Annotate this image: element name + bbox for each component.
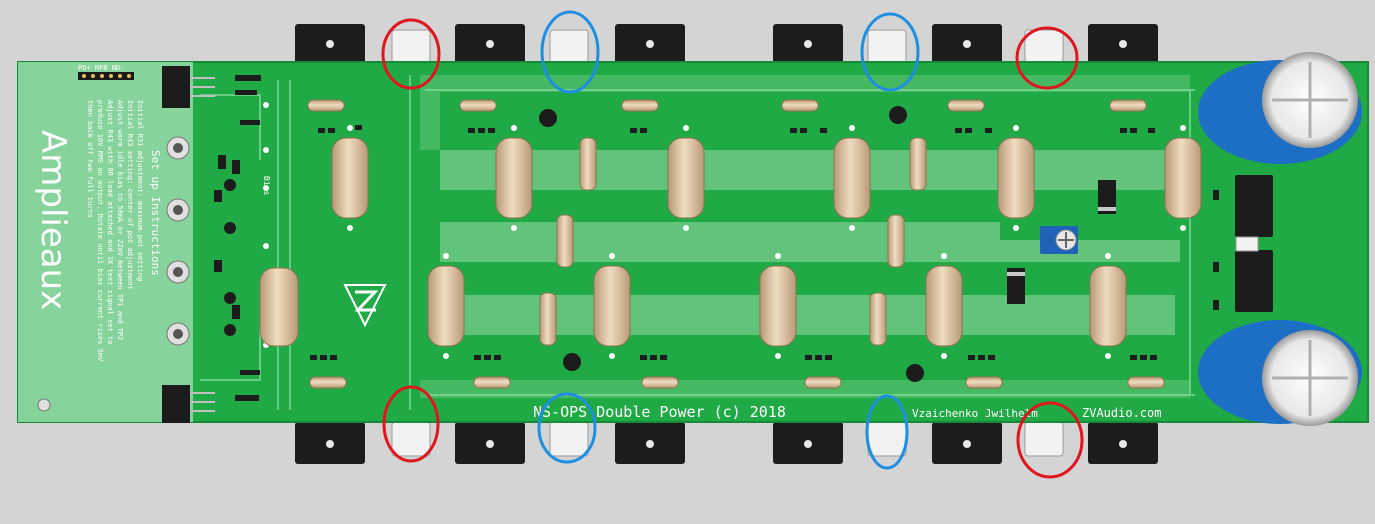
bias-label: Bias xyxy=(262,176,271,195)
instruction-line: Initial R31 adjustment: maximum pot sett… xyxy=(136,100,144,281)
right-mosfets xyxy=(1213,175,1273,312)
output-pads xyxy=(310,125,1157,360)
capacitor-top xyxy=(1198,52,1362,164)
zv-logo xyxy=(343,284,387,328)
instruction-line: then back off two full turns xyxy=(86,100,94,218)
small-components xyxy=(214,75,269,401)
instruction-line: Adjust R43 with 8R load attached and 1K … xyxy=(106,100,114,344)
instructions-heading: Set up Instructions xyxy=(149,150,162,276)
annotation-markers-blue xyxy=(537,10,920,470)
small-resistors-vertical xyxy=(539,137,927,346)
small-transistors xyxy=(539,106,924,382)
board-title: NS-OPS Double Power (c) 2018 xyxy=(533,403,786,421)
setup-instructions: Set up Instructions Initial R31 adjustme… xyxy=(86,100,162,362)
mounting-pads xyxy=(37,136,190,412)
power-resistors xyxy=(259,137,1202,347)
instruction-line: Adjust warm idle bias to 58mA or 22mV be… xyxy=(116,100,124,340)
board-site: ZVAudio.com xyxy=(1082,406,1161,420)
instruction-line: Initial R43 setting: center of pot adjus… xyxy=(126,100,134,290)
diodes xyxy=(1007,180,1116,304)
brand-text: Amplieaux xyxy=(33,130,73,310)
header-connector xyxy=(78,72,134,80)
small-resistors-horizontal xyxy=(307,99,1165,389)
instruction-panel xyxy=(18,62,193,422)
trim-pot xyxy=(1040,226,1078,254)
instruction-line: produce 10V RMS on output. Rotate until … xyxy=(96,100,104,362)
driver-transistors xyxy=(162,66,215,423)
header-label: PD+ NFB ND- xyxy=(78,64,124,72)
board-authors: Vzaichenko Jwilhelm xyxy=(912,407,1038,420)
annotation-markers-red xyxy=(381,18,1084,479)
capacitor-bottom xyxy=(1198,320,1362,426)
